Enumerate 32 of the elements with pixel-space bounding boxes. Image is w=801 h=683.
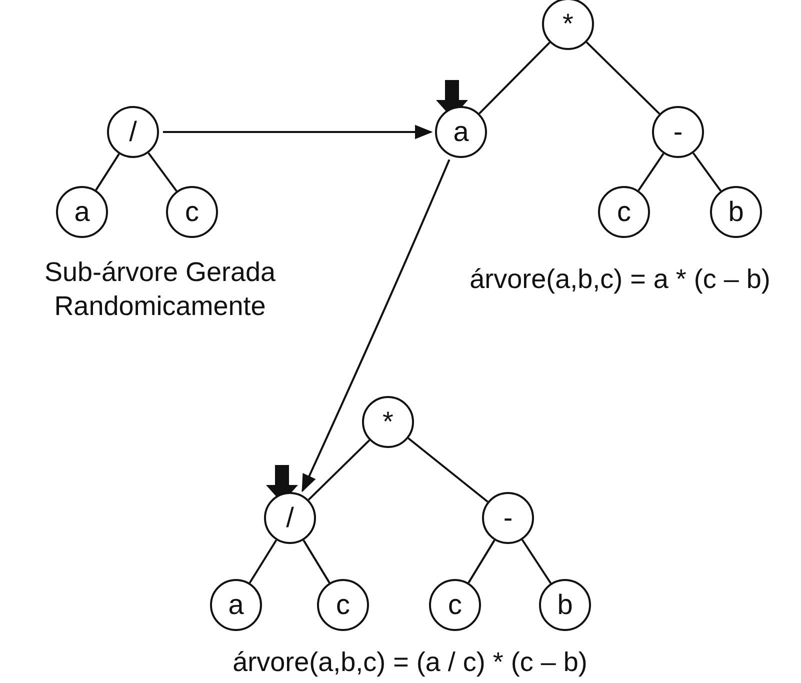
arrow [163,124,433,140]
tree-node-circle: b [539,579,591,631]
caption-text: Sub-árvore Gerada Randomicamente [43,256,277,323]
tree-branch [308,439,370,501]
tree-node-circle: a [435,106,487,158]
tree-branch [521,539,552,584]
tree-node-circle: c [166,186,218,238]
tree-node-circle: / [264,492,316,544]
tree-branch [148,152,178,192]
tree-branch [586,42,660,114]
tree-node-circle: * [362,396,414,448]
tree-branch [408,437,488,503]
tree-node-circle: a [210,579,262,631]
tree-branch [478,42,550,114]
caption-text: árvore(a,b,c) = (a / c) * (c – b) [232,646,588,679]
tree-node-circle: * [542,0,594,50]
tree-node-circle: a [56,186,108,238]
tree-branch [95,153,120,191]
tree-branch [638,153,664,191]
tree-node-circle: c [317,579,369,631]
tree-node-circle: c [598,186,650,238]
caption-text: árvore(a,b,c) = a * (c – b) [468,263,772,296]
tree-branch [248,540,278,584]
tree-node-circle: b [710,186,762,238]
tree-node-circle: - [482,492,534,544]
tree-node-circle: - [652,106,704,158]
tree-node-circle: / [107,106,159,158]
tree-branch [692,152,722,192]
tree-branch [468,540,496,584]
arrow [302,159,450,492]
tree-node-circle: c [429,579,481,631]
tree-branch [302,540,330,584]
